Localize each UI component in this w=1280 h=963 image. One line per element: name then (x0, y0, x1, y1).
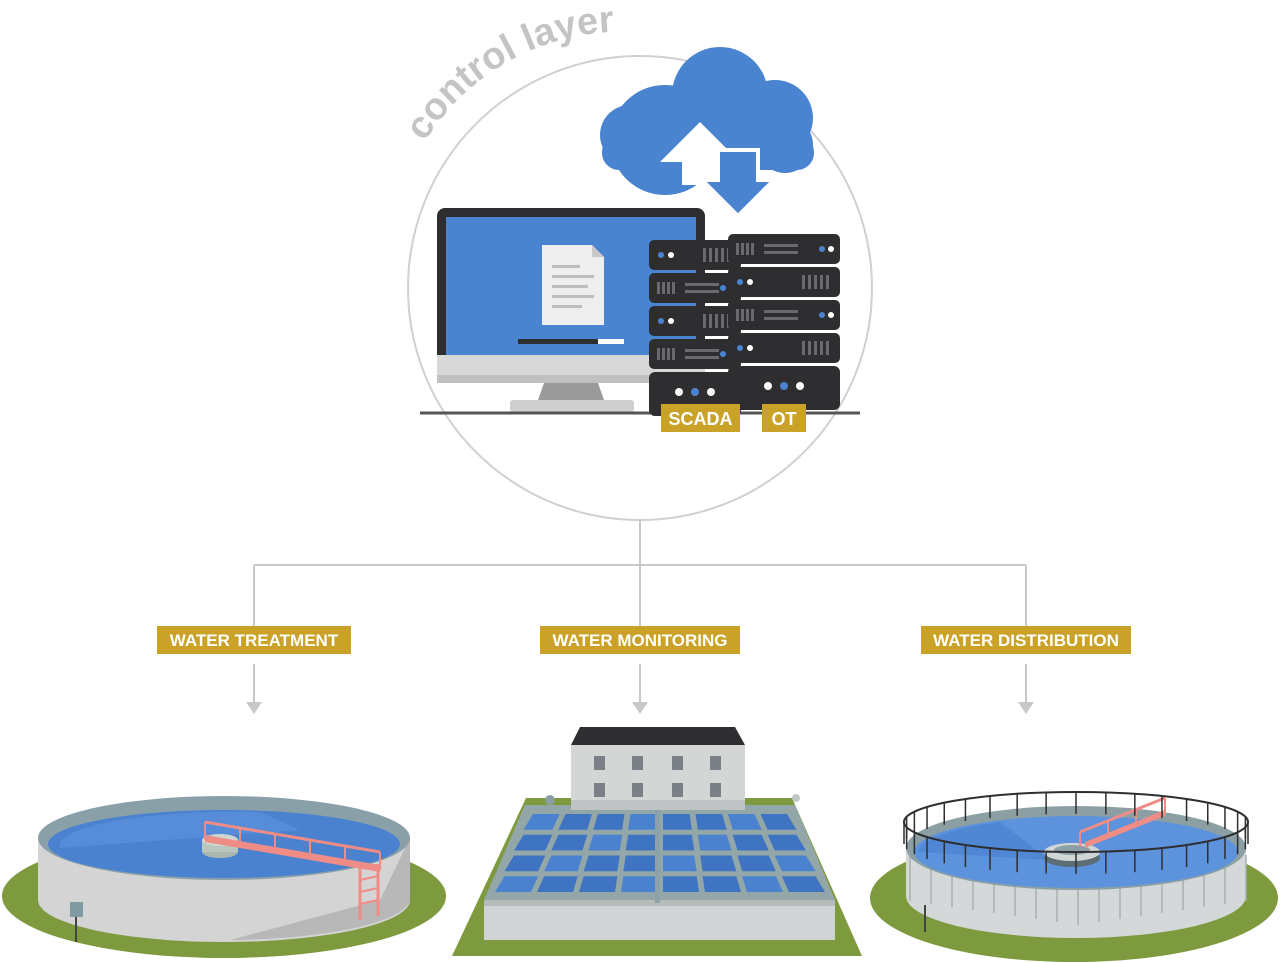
branch-connectors (253, 520, 1027, 702)
water-treatment-label: WATER TREATMENT (157, 626, 351, 654)
upload-download-arrows-icon (660, 122, 779, 219)
water-distribution-tank-icon (870, 791, 1278, 962)
water-treatment-tank-icon (2, 796, 446, 958)
svg-text:WATER TREATMENT: WATER TREATMENT (170, 631, 339, 650)
document-icon (542, 245, 604, 325)
water-monitoring-plant-icon (452, 727, 862, 956)
svg-text:WATER DISTRIBUTION: WATER DISTRIBUTION (933, 631, 1119, 650)
ot-server-rack-icon (728, 234, 840, 410)
svg-text:WATER MONITORING: WATER MONITORING (552, 631, 727, 650)
water-distribution-label: WATER DISTRIBUTION (921, 626, 1131, 654)
ot-label: OT (762, 404, 806, 432)
water-monitoring-label: WATER MONITORING (540, 626, 740, 654)
scada-server-rack-icon (649, 240, 741, 416)
scada-label: SCADA (661, 404, 740, 432)
svg-text:SCADA: SCADA (668, 409, 732, 429)
control-layer-title: control layer (397, 0, 615, 147)
cloud-icon (600, 47, 814, 195)
svg-text:OT: OT (772, 409, 797, 429)
branch-arrowheads (246, 702, 1034, 714)
